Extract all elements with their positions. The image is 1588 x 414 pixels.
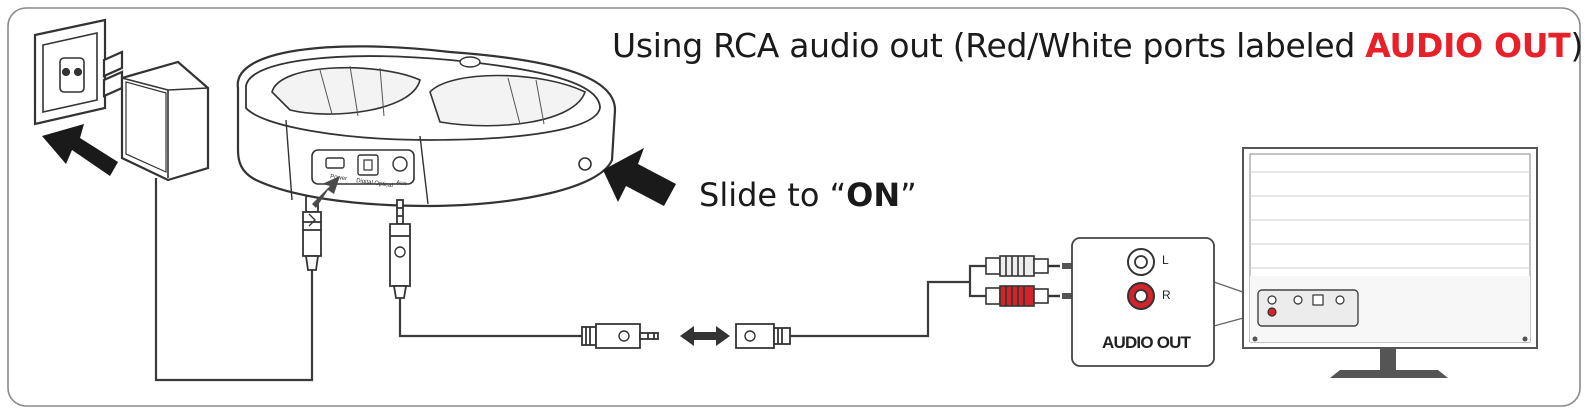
title-prefix: Using RCA audio out (Red/White ports lab… [612,26,1366,65]
base-port-label-aux: Aux [396,180,407,187]
rca-cable [790,264,986,338]
diagram-title: Using RCA audio out (Red/White ports lab… [612,26,1583,65]
audio-out-panel-label: AUDIO OUT [1102,333,1191,352]
instruction-highlight: ON [846,176,901,214]
port-label-right: R [1162,288,1171,302]
aux-extension-socket-female [735,323,791,349]
power-port-arrow [312,176,340,208]
slide-instruction: Slide to “ON” [699,176,917,214]
rca-plug-white [985,255,1060,277]
wall-outlet [33,18,107,126]
charging-base [236,45,617,208]
power-cable [154,178,314,382]
slide-switch-arrow [603,148,676,206]
port-label-left: L [1162,253,1169,267]
tv [1242,147,1538,378]
title-highlight: AUDIO OUT [1365,26,1571,65]
title-suffix: ) [1570,26,1584,65]
power-adapter [102,50,210,182]
rca-plug-red [985,285,1060,307]
tv-port-panel [1257,289,1359,327]
aux-cable [398,298,582,338]
plug-in-arrow [42,124,118,176]
aux-plug [389,199,411,299]
audio-out-callout [1071,237,1261,367]
connect-double-arrow [680,326,730,346]
instruction-suffix: ” [900,176,917,214]
base-port-label-optical: Digital Optical [356,178,393,189]
aux-extension-plug-male [581,323,659,349]
instruction-prefix: Slide to “ [699,176,847,214]
power-plug [302,195,322,271]
